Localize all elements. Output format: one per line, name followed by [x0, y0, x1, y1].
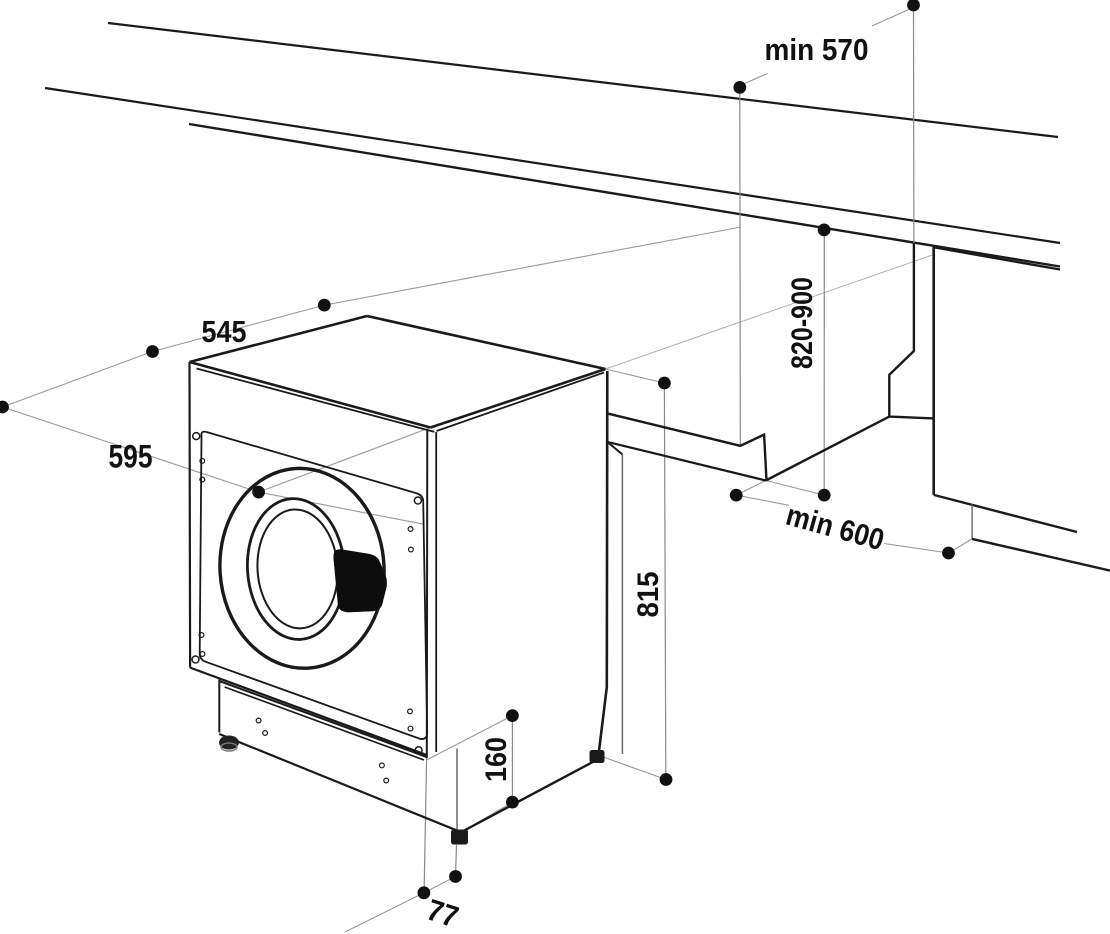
svg-text:545: 545 — [202, 314, 247, 349]
svg-text:min 570: min 570 — [765, 32, 869, 67]
svg-text:595: 595 — [109, 439, 153, 475]
svg-text:820-900: 820-900 — [786, 277, 819, 369]
svg-text:815: 815 — [632, 572, 665, 618]
svg-text:160: 160 — [480, 737, 513, 782]
